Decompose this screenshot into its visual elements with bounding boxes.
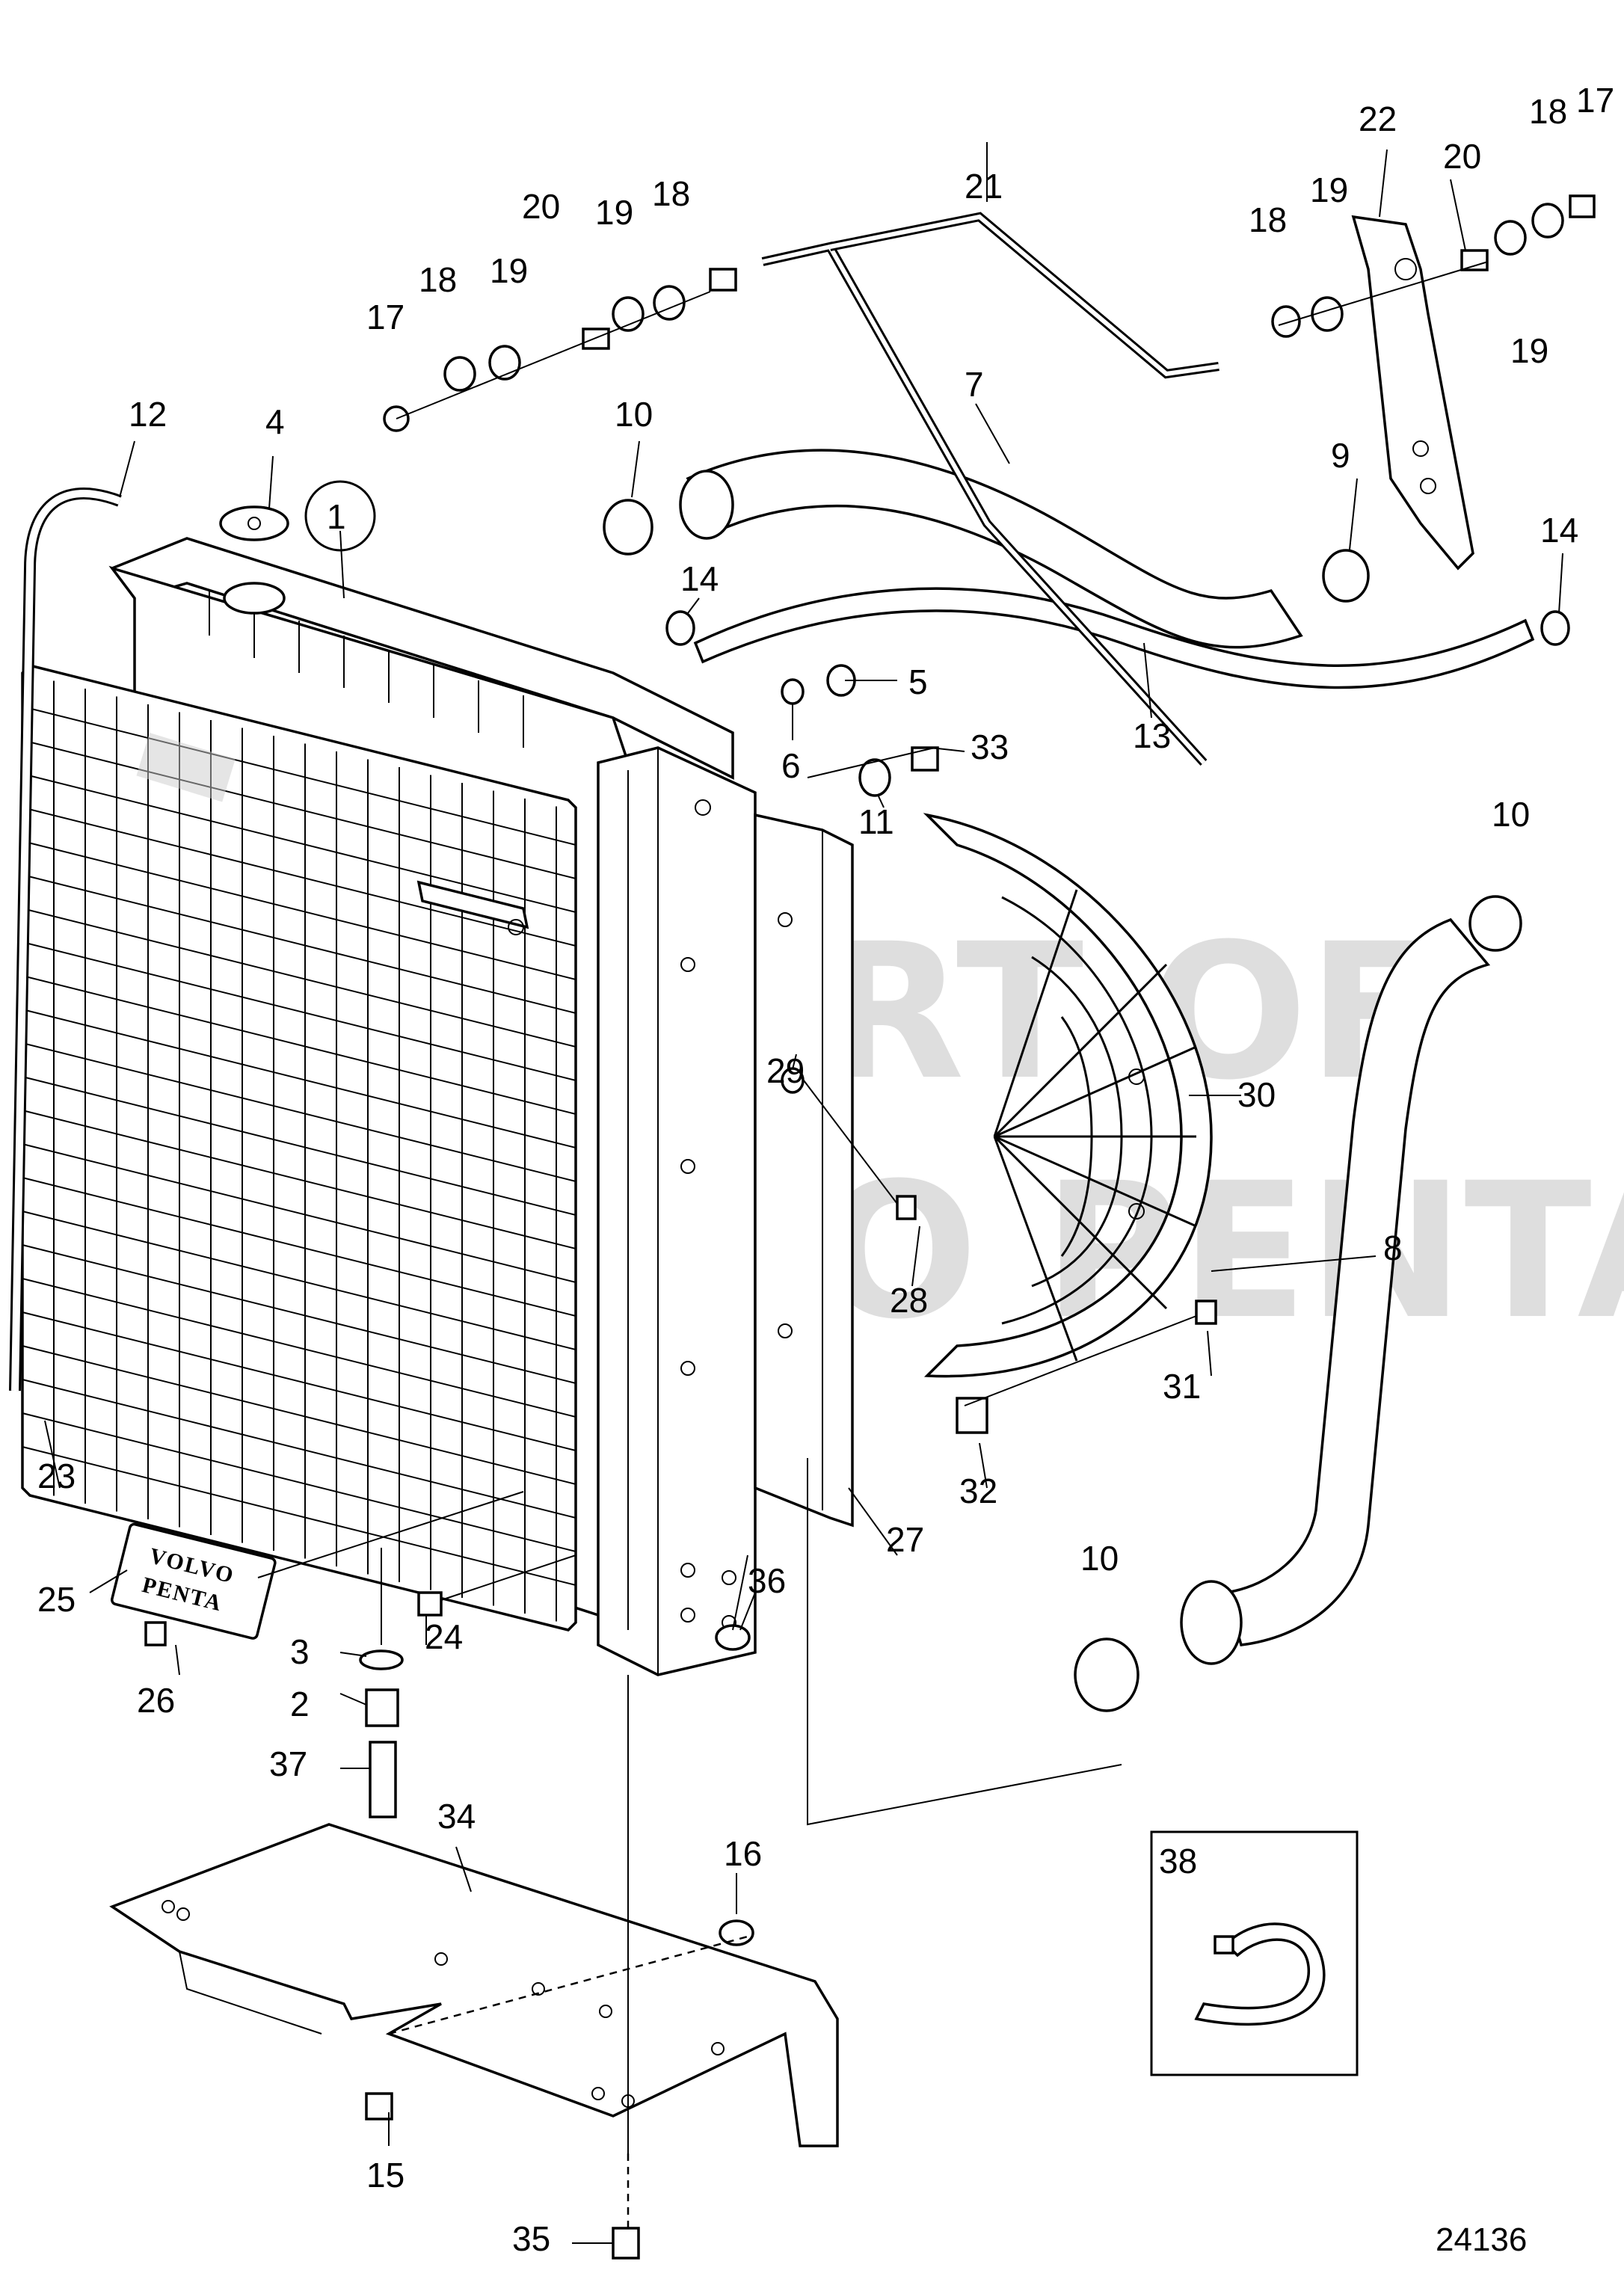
fan-guard-outer xyxy=(923,813,1213,1378)
callout-label-c13: 13 xyxy=(1133,716,1171,755)
callout-label-c3: 3 xyxy=(290,1632,310,1671)
callout-label-c17a: 17 xyxy=(366,298,405,336)
callout-label-c33: 33 xyxy=(971,728,1009,766)
radiator-side-bracket xyxy=(597,746,757,1676)
callout-label-c35: 35 xyxy=(512,2219,550,2258)
callout-label-c4: 4 xyxy=(265,402,285,441)
upper-hose-end xyxy=(679,470,734,540)
callout-label-c26: 26 xyxy=(137,1681,175,1720)
callout-label-c32: 32 xyxy=(959,1471,997,1510)
callout-label-c36: 36 xyxy=(748,1561,786,1600)
callout-label-c11: 11 xyxy=(858,802,894,841)
stay-bracket xyxy=(1351,215,1474,571)
callout-label-c9: 9 xyxy=(1331,436,1350,475)
callout-label-c18c: 18 xyxy=(1249,200,1287,239)
callout-label-c19d: 19 xyxy=(1510,331,1548,370)
grille-handle xyxy=(416,880,529,929)
callout-label-c38: 38 xyxy=(1159,1842,1197,1880)
fan-guard xyxy=(923,813,1213,1378)
detail-box-cable-tie xyxy=(1150,1830,1359,2076)
callout-label-c27: 27 xyxy=(886,1520,924,1559)
callout-label-c10b: 10 xyxy=(1492,795,1530,834)
callout-label-c19b: 19 xyxy=(595,193,633,232)
assembly-lines xyxy=(257,261,1489,2228)
upper-radiator-hose xyxy=(686,449,1303,649)
drawing-number: 24136 xyxy=(1436,2221,1527,2258)
cable-tie xyxy=(1194,1922,1326,2026)
radiator-grille xyxy=(21,664,577,1632)
callout-1-circle xyxy=(304,480,376,552)
callout-label-c1: 1 xyxy=(327,497,346,536)
small-hardware xyxy=(144,194,1596,2260)
callout-label-c10a: 10 xyxy=(615,395,653,434)
callout-label-c6: 6 xyxy=(781,746,801,785)
callout-label-c17b: 17 xyxy=(1576,81,1614,120)
callout-label-c34: 34 xyxy=(437,1797,476,1836)
callout-label-c28: 28 xyxy=(890,1281,928,1320)
callout-label-c2: 2 xyxy=(290,1685,310,1723)
callout-label-c14a: 14 xyxy=(680,559,719,598)
filler-neck xyxy=(223,582,286,615)
mounting-bracket xyxy=(109,1823,839,2147)
overflow-hose xyxy=(693,587,1535,689)
callout-label-c23: 23 xyxy=(37,1457,76,1495)
leader-lines xyxy=(44,142,1563,2244)
callout-label-c15: 15 xyxy=(366,2156,405,2195)
callout-label-c21: 21 xyxy=(965,167,1003,206)
callout-label-c22: 22 xyxy=(1359,99,1397,138)
callout-label-c20b: 20 xyxy=(1443,137,1481,176)
callout-label-c14b: 14 xyxy=(1540,511,1578,550)
callout-label-c18b: 18 xyxy=(652,174,690,213)
callout-label-c8: 8 xyxy=(1383,1228,1403,1267)
volvo-penta-badge: VOLVO PENTA xyxy=(110,1522,277,1640)
callout-label-c18d: 18 xyxy=(1529,92,1567,131)
callout-label-c31: 31 xyxy=(1163,1367,1201,1406)
lower-hose-end xyxy=(1180,1580,1243,1665)
fan-shroud-plate xyxy=(754,813,854,1528)
grille-mesh xyxy=(22,680,576,1622)
callout-label-c12: 12 xyxy=(129,395,167,434)
callout-label-c19c: 19 xyxy=(1310,170,1348,209)
callout-label-c19a: 19 xyxy=(490,251,528,290)
callout-label-c25: 25 xyxy=(37,1580,76,1619)
callout-label-c30: 30 xyxy=(1237,1075,1276,1114)
callout-label-c20a: 20 xyxy=(522,187,560,226)
callout-labels: 1234567891010101112131414151617171818181… xyxy=(37,81,1614,2258)
detail-box-frame xyxy=(1150,1830,1359,2076)
lower-radiator-hose xyxy=(1224,917,1491,1646)
callout-label-c37: 37 xyxy=(269,1744,307,1783)
radiator-assembly xyxy=(21,537,854,1676)
callout-label-c10c: 10 xyxy=(1080,1539,1119,1578)
callout-label-c7: 7 xyxy=(965,365,984,404)
callout-label-c18a: 18 xyxy=(419,260,457,299)
callout-label-c5: 5 xyxy=(908,662,928,701)
callout-label-c29: 29 xyxy=(766,1051,805,1090)
callout-label-c16: 16 xyxy=(724,1834,762,1873)
callout-label-c24: 24 xyxy=(425,1617,463,1656)
